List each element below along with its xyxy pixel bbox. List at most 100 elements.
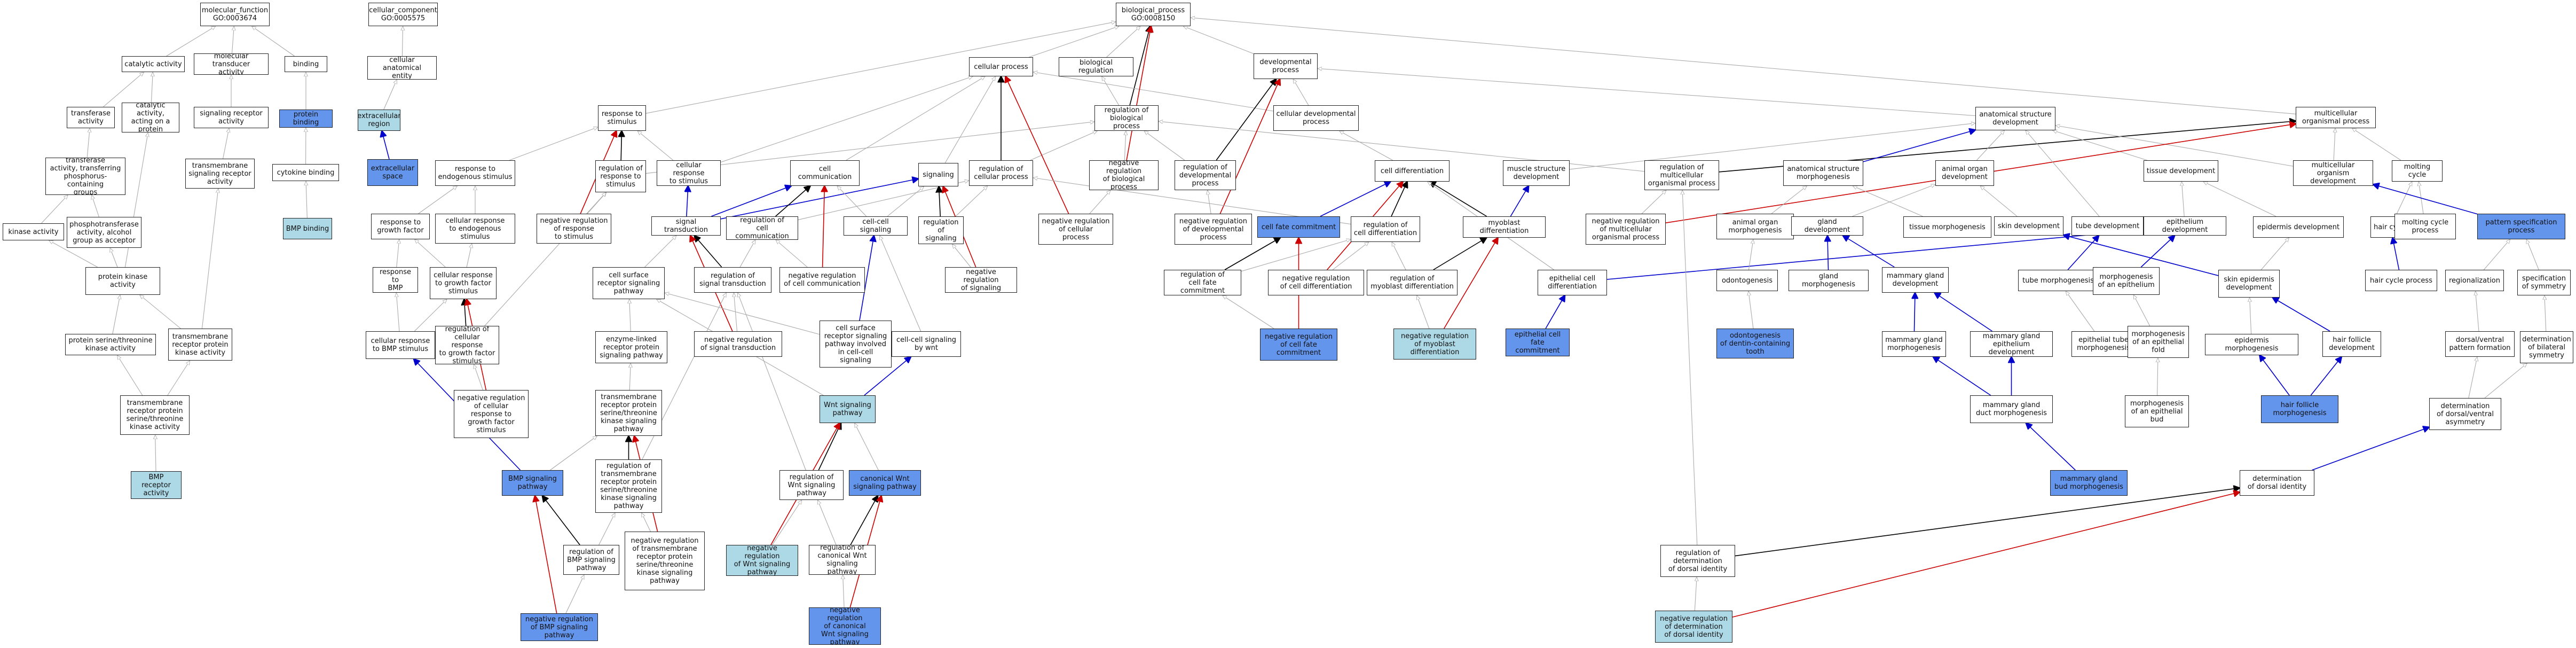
node-anat-structure-dev: anatomical structure development bbox=[1975, 107, 2055, 130]
node-determination-dorsal-ventral-asym: determination of dorsal/ventral asymmetr… bbox=[2429, 398, 2501, 430]
node-dorsal-ventral-pattern: dorsal/ventral pattern formation bbox=[2445, 331, 2515, 357]
edge-gland_dev-to-animal_organ_dev bbox=[1852, 184, 1935, 217]
node-biological-regulation: biological regulation bbox=[1059, 57, 1133, 76]
edge-cellular_response_stimulus-to-cellular_process bbox=[720, 76, 973, 163]
node-hair-follicle-morph: hair follicle morphogenesis bbox=[2261, 395, 2338, 423]
node-neg-reg-signaling: negative regulation of signaling bbox=[945, 267, 1017, 293]
edge-neg_reg_bio_process-to-reg_bio_process bbox=[1124, 131, 1126, 161]
edge-cell_surface_wnt-to-cell_surface_receptor_pathway bbox=[665, 293, 820, 335]
edge-reg_myoblast_diff-to-reg_cell_diff bbox=[1391, 242, 1406, 270]
node-neg-reg-cellular-response-gf: negative regulation of cellular response… bbox=[454, 390, 529, 438]
edge-reg_determination_dorsal-to-reg_multicellular bbox=[1682, 190, 1698, 545]
edge-odontogenesis_dentin-to-odontogenesis bbox=[1748, 291, 1754, 329]
edge-tissue_morph-to-anat_structure_morph bbox=[1853, 186, 1923, 217]
node-bmp-receptor: BMP receptor activity bbox=[131, 471, 182, 499]
node-bmp-binding: BMP binding bbox=[283, 218, 332, 239]
edge-epithelial_cell_diff-to-epithelium_dev bbox=[1606, 230, 2144, 280]
node-cell-fate-commitment: cell fate commitment bbox=[1257, 216, 1340, 238]
node-neg-reg-cellular-process: negative regulation of cellular process bbox=[1038, 214, 1113, 245]
edge-neg_reg_myoblast_diff-to-reg_myoblast_diff bbox=[1417, 295, 1430, 329]
edge-signal_transduction-to-signaling bbox=[720, 179, 918, 220]
node-neg-reg-cell-fate-commitment: negative regulation of cell fate commitm… bbox=[1260, 329, 1337, 361]
edge-catalytic_protein-to-catalytic bbox=[151, 72, 153, 103]
edge-bmp_pathway-to-tm_ser_thr_pathway bbox=[550, 436, 597, 471]
node-cellular-response-endogenous: cellular response to endogenous stimulus bbox=[435, 214, 515, 244]
edge-reg_canonical_wnt-to-canonical_wnt bbox=[850, 496, 878, 545]
node-gland-dev: gland development bbox=[1791, 216, 1863, 236]
edge-cell_communication-to-cellular_process bbox=[846, 76, 985, 161]
edge-hair_cycle_process-to-hair_cycle bbox=[2393, 238, 2400, 270]
node-extracellular-space: extracellular space bbox=[367, 159, 418, 186]
node-reg-bmp-pathway: regulation of BMP signaling pathway bbox=[563, 545, 619, 575]
edge-determination_dorsal_identity-to-determination_dorsal_ventral_asym bbox=[2312, 427, 2429, 471]
node-protein-kinase: protein kinase activity bbox=[85, 267, 160, 295]
node-developmental-process: developmental process bbox=[1254, 53, 1318, 79]
node-morph-epithelial-bud: morphogenesis of an epithelial bud bbox=[2125, 395, 2189, 427]
node-morph-epithelial-fold: morphogenesis of an epithelial fold bbox=[2128, 326, 2189, 358]
edge-reg_cell_communication-to-cell_communication bbox=[775, 186, 810, 217]
edge-neg_reg_tm_ser_thr_pathway-to-reg_tm_ser_thr_pathway bbox=[641, 513, 651, 532]
edge-cellular_response_stimulus-to-response_to_stimulus bbox=[637, 131, 674, 161]
node-skin-epidermis-dev: skin epidermis development bbox=[2218, 270, 2280, 298]
node-epithelial-tube-morph: epithelial tube morphogenesis bbox=[2071, 331, 2136, 357]
node-neg-reg-cell-communication: negative regulation of cell communicatio… bbox=[779, 267, 865, 293]
edge-neg_reg_cell_fate_commitment-to-reg_cell_fate_commitment bbox=[1223, 295, 1274, 329]
node-signaling: signaling bbox=[918, 163, 958, 186]
node-odontogenesis: odontogenesis bbox=[1716, 270, 1778, 291]
node-muscle-structure-dev: muscle structure development bbox=[1503, 160, 1570, 186]
node-molting-cycle: molting cycle bbox=[2392, 160, 2443, 182]
node-determination-dorsal-identity: determination of dorsal identity bbox=[2240, 470, 2314, 496]
edge-neg_reg_cellular_response_gf-to-reg_cellular_response_gf bbox=[474, 364, 483, 391]
edge-epidermis_morph-to-skin_epidermis_dev bbox=[2250, 298, 2251, 334]
node-anat-structure-morph: anatomical structure morphogenesis bbox=[1783, 160, 1863, 186]
node-cell-cell-signaling: cell-cell signaling bbox=[844, 216, 908, 236]
edge-reg_signal_transduction-to-reg_cell_communication bbox=[739, 240, 755, 268]
edge-signal_transduction-to-cellular_response_stimulus bbox=[687, 186, 688, 217]
edge-muscle_structure_dev-to-anat_structure_dev bbox=[1569, 123, 1975, 170]
edge-catalytic-to-mf bbox=[166, 26, 216, 57]
node-cellular-response-bmp: cellular response to BMP stimulus bbox=[366, 331, 435, 359]
edge-transferase-to-catalytic bbox=[103, 72, 144, 107]
edge-neg_reg_myoblast_diff-to-myoblast_diff bbox=[1444, 238, 1498, 329]
node-tm-signal-receptor: transmembrane signaling receptor activit… bbox=[185, 159, 255, 189]
edge-reg_canonical_wnt-to-reg_wnt_pathway bbox=[818, 500, 837, 545]
edge-epithelium_dev-to-tissue_dev bbox=[2181, 182, 2185, 217]
edge-cellular_dev_process-to-developmental_process bbox=[1293, 79, 1309, 106]
node-wnt-pathway: Wnt signaling pathway bbox=[820, 395, 876, 423]
edge-skin_epidermis_dev-to-skin_dev bbox=[2063, 235, 2219, 276]
edge-ser_thr_kinase-to-protein_kinase bbox=[112, 295, 120, 334]
edge-neg_reg_cell_communication-to-cell_communication bbox=[823, 186, 825, 268]
node-enzyme-linked-pathway: enzyme-linked receptor protein signaling… bbox=[595, 331, 667, 363]
edge-mammary_duct_morph-to-mammary_gland_morph bbox=[1933, 357, 1991, 396]
node-reg-canonical-wnt: regulation of canonical Wnt signaling pa… bbox=[809, 545, 876, 575]
node-reg-tm-ser-thr-pathway: regulation of transmembrane receptor pro… bbox=[595, 459, 662, 513]
edge-mammary_gland_morph-to-mammary_gland_dev bbox=[1915, 293, 1916, 332]
edge-determination_dorsal_ventral_asym-to-determination_bilateral bbox=[2484, 363, 2527, 399]
edge-tm_signal_receptor-to-signal_receptor bbox=[223, 128, 229, 159]
node-animal-organ-morph: animal organ morphogenesis bbox=[1716, 214, 1794, 239]
node-epidermis-morph: epidermis morphogenesis bbox=[2205, 334, 2298, 355]
node-cell-surface-wnt: cell surface receptor signaling pathway … bbox=[820, 321, 892, 368]
node-neg-reg-determination-dorsal: negative regulation of determination of … bbox=[1655, 611, 1732, 643]
edge-mammary_gland_dev-to-gland_dev bbox=[1843, 236, 1895, 268]
node-cell-anat-entity: cellular anatomical entity bbox=[367, 56, 437, 80]
edge-cell_surface_wnt-to-cell_cell_signaling bbox=[859, 236, 874, 321]
node-reg-determination-dorsal: regulation of determination of dorsal id… bbox=[1660, 545, 1735, 577]
node-cellular-response-growth-factor: cellular response to growth factor stimu… bbox=[430, 267, 497, 299]
node-neg-reg-bio-process: negative regulation of biological proces… bbox=[1089, 160, 1159, 190]
edge-signaling-to-cellular_process bbox=[944, 76, 995, 163]
edge-cell_differentiation-to-cellular_dev_process bbox=[1340, 131, 1393, 161]
node-neg-reg-bmp-pathway: negative regulation of BMP signaling pat… bbox=[521, 613, 598, 641]
node-response-growth-factor: response to growth factor bbox=[371, 214, 430, 239]
edge-neg_reg_dev_process-to-reg_dev_process bbox=[1208, 190, 1211, 214]
edge-kinase-to-transferase_phos bbox=[41, 195, 68, 224]
edge-reg_wnt_pathway-to-wnt_pathway bbox=[818, 423, 841, 471]
node-myoblast-diff: myoblast differentiation bbox=[1463, 216, 1546, 238]
node-cellular-process: cellular process bbox=[969, 57, 1033, 76]
edge-cell_cell_signaling-to-signaling bbox=[887, 186, 924, 217]
edge-odontogenesis-to-animal_organ_morph bbox=[1748, 239, 1753, 270]
node-hair-follicle-dev: hair follicle development bbox=[2322, 331, 2381, 357]
node-multicellular-org-dev: multicellular organism development bbox=[2293, 160, 2373, 186]
node-ser-thr-kinase: protein serine/threonine kinase activity bbox=[65, 334, 156, 355]
edge-reg_signaling-to-signaling bbox=[939, 186, 941, 217]
